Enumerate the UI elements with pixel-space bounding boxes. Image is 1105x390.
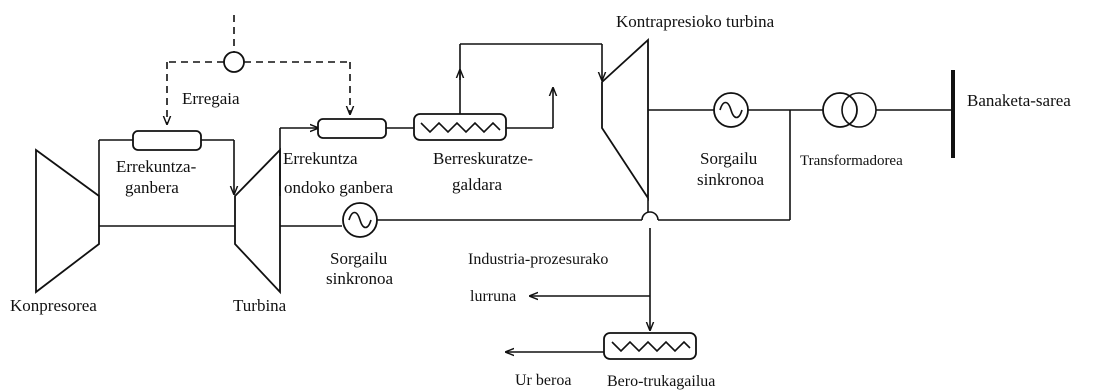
- industrial-steam-label-2: lurruna: [470, 288, 516, 305]
- heat-exchanger-label: Bero-trukagailua: [607, 373, 715, 390]
- post-combustion-label-2: ondoko ganbera: [284, 178, 394, 197]
- turbine-label: Turbina: [233, 296, 287, 315]
- hot-water-label: Ur beroa: [515, 372, 571, 389]
- fuel-label: Erregaia: [182, 89, 240, 108]
- transformer-label: Transformadorea: [800, 153, 903, 169]
- post-combustion-chamber-icon: [317, 118, 387, 139]
- generator-bottom-wave-icon: [348, 211, 372, 229]
- distribution-network-label: Banaketa-sarea: [967, 91, 1071, 110]
- recovery-boiler-label-2: galdara: [452, 175, 502, 194]
- combustion-chamber-label-2: ganbera: [125, 178, 179, 197]
- combustion-chamber-label-1: Errekuntza-: [116, 157, 197, 176]
- fuel-valve-icon: [223, 51, 245, 73]
- generator-top-label-1: Sorgailu: [700, 149, 758, 168]
- recovery-boiler-label-1: Berreskuratze-: [433, 149, 533, 168]
- industrial-steam-label-1: Industria-prozesurako: [468, 251, 608, 268]
- post-combustion-label-1: Errekuntza: [283, 149, 358, 168]
- compressor-label: Konpresorea: [10, 296, 97, 315]
- backpressure-turbine-icon: [601, 37, 649, 202]
- heat-exchanger-coil-icon: [611, 340, 691, 353]
- generator-bottom-label-2: sinkronoa: [326, 269, 394, 288]
- generator-bottom-label-1: Sorgailu: [330, 249, 388, 268]
- transformer-coil-left-icon: [822, 92, 858, 128]
- generator-top-label-2: sinkronoa: [697, 170, 765, 189]
- backpressure-turbine-label: Kontrapresioko turbina: [616, 12, 775, 31]
- fuel-supply: [167, 15, 350, 124]
- boiler-coil-icon: [420, 121, 501, 134]
- line-crossing-hop-icon: [641, 211, 659, 221]
- gas-turbine-icon: [234, 147, 281, 295]
- compressor-icon: [35, 148, 100, 294]
- heat-exchanger-icon: [603, 332, 697, 360]
- combustion-chamber-icon: [132, 130, 202, 151]
- generator-top-wave-icon: [719, 101, 743, 119]
